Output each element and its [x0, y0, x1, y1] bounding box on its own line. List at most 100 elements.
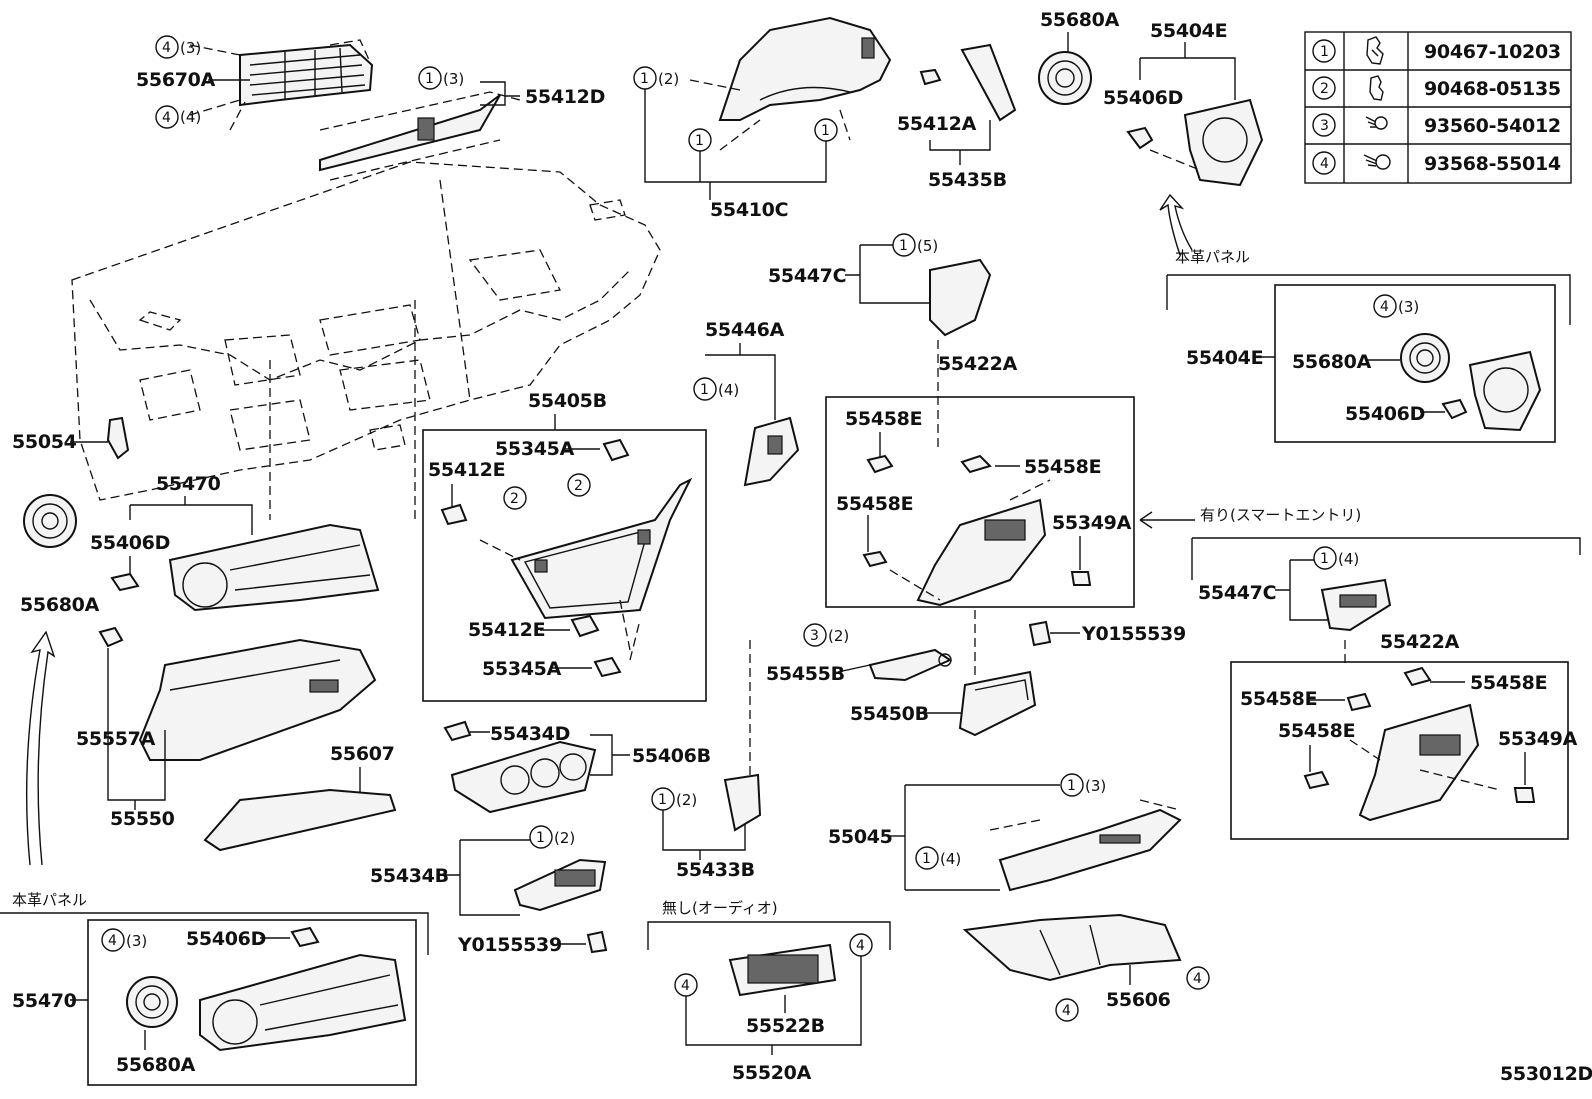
part-55404E-vent-bezel-top: [1126, 98, 1264, 187]
label-55412D: 55412D: [525, 86, 605, 108]
label-55458E-c: 55458E: [836, 493, 913, 515]
label-55349A-mid: 55349A: [1052, 512, 1132, 534]
label-55520A: 55520A: [732, 1062, 812, 1084]
svg-text:1: 1: [536, 830, 545, 846]
qty-4-4-a: (4): [180, 108, 201, 126]
label-55670A: 55670A: [136, 69, 216, 91]
label-55434D: 55434D: [490, 723, 570, 745]
part-55054-bracket: [106, 416, 130, 460]
part-55450B-storage-tray: [958, 610, 1037, 737]
label-Y0155539-mid: Y0155539: [1081, 623, 1186, 645]
svg-text:1: 1: [695, 133, 704, 149]
instrument-panel-outline: [71, 161, 661, 520]
part-55447C-console-top: [929, 258, 992, 337]
qty-3-2: (2): [828, 627, 849, 645]
curved-arrow-icon: [25, 630, 56, 866]
part-55435B-trim-strip: [919, 43, 1017, 122]
label-55680A-bot: 55680A: [116, 1054, 196, 1076]
svg-text:1: 1: [1067, 778, 1076, 794]
part-55422A-switch-panel-mid: [889, 479, 1051, 607]
svg-text:1: 1: [821, 123, 830, 139]
qty-1-4-a: (4): [1338, 550, 1359, 568]
label-55410C: 55410C: [710, 199, 788, 221]
label-55422A-right: 55422A: [1380, 631, 1460, 653]
legend-num-3: 3: [1320, 118, 1329, 134]
legend-part-4: 93568-55014: [1424, 153, 1561, 175]
svg-text:2: 2: [510, 491, 519, 507]
caption-smart-entry: 有り(スマートエントリ): [1200, 506, 1361, 524]
part-55680A-vent-top: [1038, 51, 1092, 105]
label-55435B: 55435B: [928, 169, 1007, 191]
label-55045: 55045: [828, 826, 893, 848]
label-55406D-bot: 55406D: [186, 928, 266, 950]
label-55345A-top: 55345A: [495, 438, 575, 460]
qty-1-2-c: (2): [676, 791, 697, 809]
smart-entry-box-mid: [825, 396, 1135, 608]
label-55470-mid: 55470: [156, 473, 221, 495]
part-55434B-switch-base: [513, 858, 607, 912]
label-55412A: 55412A: [897, 113, 977, 135]
svg-text:4: 4: [1193, 971, 1202, 987]
label-55557A: 55557A: [76, 728, 156, 750]
part-55410C-meter-hood: [689, 16, 892, 151]
part-55433B-side-trim: [723, 640, 762, 832]
qty-1-4-b: (4): [718, 381, 739, 399]
legend-part-3: 93560-54012: [1424, 115, 1561, 137]
label-55054: 55054: [12, 431, 77, 453]
label-55404E-right: 55404E: [1186, 347, 1263, 369]
fastener-legend-table: 1 2 3 4 90467-10203 90468-05135 93560-54…: [1304, 31, 1572, 184]
label-55522B: 55522B: [746, 1015, 825, 1037]
label-55458E-b: 55458E: [1024, 456, 1101, 478]
label-55680A-right: 55680A: [1292, 351, 1372, 373]
svg-text:1: 1: [922, 851, 931, 867]
clip-small-icon: [1369, 75, 1384, 101]
qty-1-4-c: (4): [940, 850, 961, 868]
part-55404E-vent-bezel-right: [1441, 350, 1542, 432]
label-55680A-left: 55680A: [20, 594, 100, 616]
svg-text:1: 1: [658, 792, 667, 808]
label-55458E-f: 55458E: [1278, 720, 1355, 742]
part-55412D-vent-panel: [319, 91, 521, 181]
svg-text:3: 3: [810, 628, 819, 644]
qty-4-3-a: (3): [180, 39, 201, 57]
qty-4-3-c: (3): [126, 932, 147, 950]
label-55550: 55550: [110, 808, 175, 830]
part-55447C-console-right: [1320, 578, 1392, 632]
label-55405B: 55405B: [528, 390, 607, 412]
label-55450B: 55450B: [850, 703, 929, 725]
part-55470-side-panel: [168, 523, 380, 612]
clip-icon: [1366, 36, 1384, 65]
label-55458E-d: 55458E: [1470, 672, 1547, 694]
qty-1-3-a: (3): [443, 70, 464, 88]
label-55606: 55606: [1106, 989, 1171, 1011]
legend-num-2: 2: [1320, 81, 1329, 97]
label-55433B: 55433B: [676, 859, 755, 881]
label-55458E-a: 55458E: [845, 408, 922, 430]
leather-panel-box-right: [1274, 284, 1556, 443]
label-55345A-bot: 55345A: [482, 658, 562, 680]
part-55606-under-cover: [962, 913, 1182, 982]
label-55349A-right: 55349A: [1498, 728, 1578, 750]
svg-text:1: 1: [899, 238, 908, 254]
part-55470-side-panel-leather: [199, 953, 407, 1052]
bolt-icon: [1363, 154, 1391, 170]
svg-text:4: 4: [1062, 1003, 1071, 1019]
svg-text:4: 4: [162, 40, 171, 56]
label-55406D-left: 55406D: [90, 532, 170, 554]
part-55422A-switch-panel-right: [1349, 703, 1501, 822]
label-55607: 55607: [330, 743, 395, 765]
label-55404E-top: 55404E: [1150, 20, 1227, 42]
qty-1-2-b: (2): [554, 829, 575, 847]
part-55680A-vent-right: [1400, 333, 1450, 383]
svg-text:4: 4: [1380, 299, 1389, 315]
qty-4-3-b: (3): [1398, 298, 1419, 316]
label-Y0155539-left: Y0155539: [457, 934, 562, 956]
svg-text:4: 4: [162, 110, 171, 126]
part-55680A-vent-left: [23, 494, 77, 548]
leather-panel-box-left: [87, 919, 417, 1086]
part-55045-lower-panel: [989, 799, 1182, 892]
label-55447C-right: 55447C: [1198, 582, 1276, 604]
screw-icon: [1365, 116, 1388, 130]
diagram-id: 553012D: [1500, 1063, 1592, 1085]
